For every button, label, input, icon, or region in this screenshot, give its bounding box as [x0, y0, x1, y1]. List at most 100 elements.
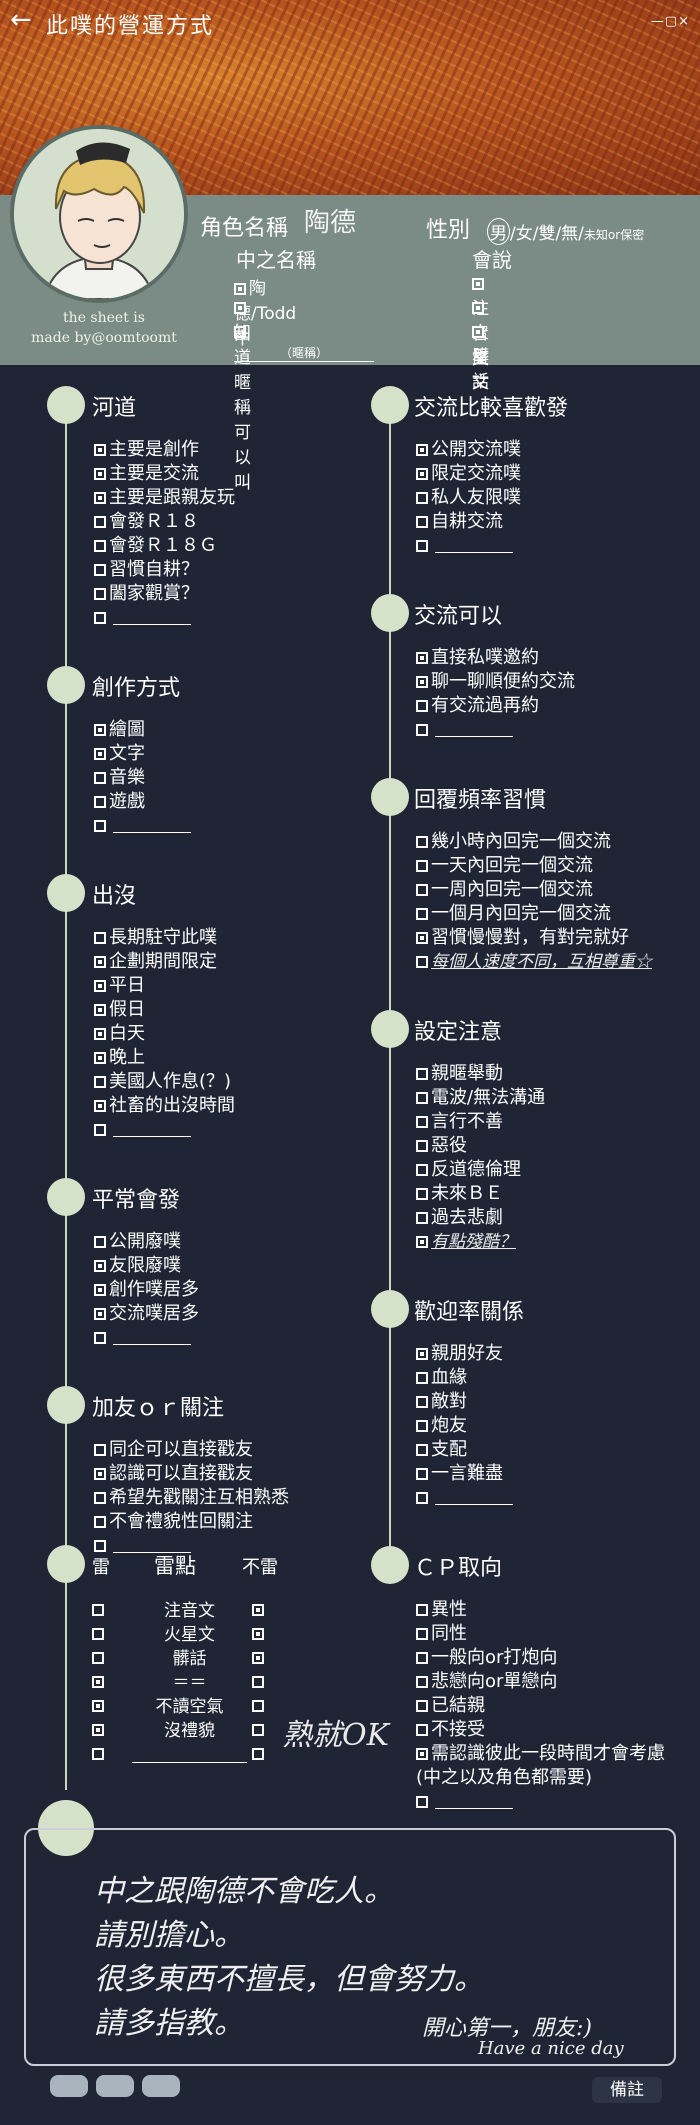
checkbox-checked[interactable] — [416, 1748, 428, 1760]
checkbox-unchecked[interactable] — [416, 1068, 428, 1080]
checkbox-checked[interactable] — [472, 278, 484, 290]
checkbox-checked[interactable] — [416, 932, 428, 944]
checkbox-checked[interactable] — [94, 1004, 106, 1016]
checkbox-unchecked[interactable] — [416, 1092, 428, 1104]
blank-line[interactable] — [435, 1793, 513, 1809]
checkbox-checked[interactable] — [416, 468, 428, 480]
blank-line[interactable] — [435, 721, 513, 737]
checkbox-unchecked[interactable] — [416, 884, 428, 896]
checkbox-unchecked[interactable] — [416, 724, 428, 736]
checkbox-checked[interactable] — [94, 1052, 106, 1064]
checkbox-unchecked[interactable] — [416, 1468, 428, 1480]
checkbox-checked[interactable] — [94, 1284, 106, 1296]
checkbox-checked[interactable] — [94, 444, 106, 456]
checkbox-unchecked[interactable] — [94, 1236, 106, 1248]
checkbox-unchecked[interactable] — [92, 1652, 104, 1664]
remark-button[interactable]: 備註 — [592, 2077, 662, 2103]
blank-line[interactable] — [113, 1121, 191, 1137]
checkbox-checked[interactable] — [234, 283, 246, 295]
checkbox-unchecked[interactable] — [416, 1396, 428, 1408]
checkbox-checked[interactable] — [94, 492, 106, 504]
blank-line[interactable] — [113, 1329, 191, 1345]
checkbox-unchecked[interactable] — [416, 1188, 428, 1200]
page-dot-1[interactable] — [50, 2075, 88, 2097]
checkbox-unchecked[interactable] — [94, 932, 106, 944]
checkbox-unchecked[interactable] — [252, 1724, 264, 1736]
checkbox-unchecked[interactable] — [94, 1540, 106, 1552]
blank-line[interactable] — [113, 609, 191, 625]
checkbox-checked[interactable] — [94, 980, 106, 992]
checkbox-unchecked[interactable] — [416, 1492, 428, 1504]
checkbox-unchecked[interactable] — [252, 1700, 264, 1712]
checkbox-checked[interactable] — [94, 748, 106, 760]
checkbox-unchecked[interactable] — [94, 1332, 106, 1344]
checkbox-unchecked[interactable] — [416, 1372, 428, 1384]
checkbox-unchecked[interactable] — [416, 908, 428, 920]
checkbox-checked[interactable] — [416, 676, 428, 688]
checkbox-unchecked[interactable] — [416, 492, 428, 504]
checkbox-unchecked[interactable] — [252, 1676, 264, 1688]
checkbox-unchecked[interactable] — [416, 1164, 428, 1176]
checkbox-unchecked[interactable] — [416, 1420, 428, 1432]
checkbox-unchecked[interactable] — [94, 772, 106, 784]
checkbox-checked[interactable] — [94, 1308, 106, 1320]
checkbox-unchecked[interactable] — [416, 700, 428, 712]
checkbox-unchecked[interactable] — [92, 1604, 104, 1616]
checkbox-checked[interactable] — [472, 326, 484, 338]
checkbox-unchecked[interactable] — [94, 1444, 106, 1456]
checkbox-checked[interactable] — [234, 302, 246, 314]
checkbox-unchecked[interactable] — [416, 1796, 428, 1808]
checkbox-checked[interactable] — [252, 1628, 264, 1640]
checkbox-checked[interactable] — [252, 1604, 264, 1616]
checkbox-unchecked[interactable] — [94, 1124, 106, 1136]
checkbox-unchecked[interactable] — [416, 1652, 428, 1664]
checkbox-checked[interactable] — [94, 1468, 106, 1480]
checkbox-unchecked[interactable] — [416, 1628, 428, 1640]
checkbox-checked[interactable] — [416, 1348, 428, 1360]
page-dot-3[interactable] — [142, 2075, 180, 2097]
checkbox-unchecked[interactable] — [416, 1724, 428, 1736]
checkbox-unchecked[interactable] — [416, 1212, 428, 1224]
checkbox-checked[interactable] — [92, 1676, 104, 1688]
checkbox-unchecked[interactable] — [416, 516, 428, 528]
checkbox-checked[interactable] — [92, 1700, 104, 1712]
checkbox-unchecked[interactable] — [94, 820, 106, 832]
checkbox-checked[interactable] — [94, 468, 106, 480]
checkbox-unchecked[interactable] — [252, 1748, 264, 1760]
checkbox-checked[interactable] — [416, 444, 428, 456]
checkbox-unchecked[interactable] — [416, 956, 428, 968]
checkbox-checked[interactable] — [94, 1028, 106, 1040]
blank-line[interactable] — [435, 537, 513, 553]
blank-line[interactable] — [435, 1489, 513, 1505]
blank-line[interactable] — [113, 817, 191, 833]
checkbox-unchecked[interactable] — [416, 1604, 428, 1616]
checkbox-checked[interactable] — [94, 1260, 106, 1272]
checkbox-checked[interactable] — [94, 724, 106, 736]
checkbox-checked[interactable] — [252, 1652, 264, 1664]
gender-selected[interactable]: 男 — [487, 218, 510, 245]
checkbox-unchecked[interactable] — [416, 540, 428, 552]
checkbox-unchecked[interactable] — [94, 796, 106, 808]
checkbox-checked[interactable] — [92, 1724, 104, 1736]
checkbox-unchecked[interactable] — [416, 1676, 428, 1688]
checkbox-unchecked[interactable] — [94, 1516, 106, 1528]
checkbox-unchecked[interactable] — [92, 1628, 104, 1640]
checkbox-unchecked[interactable] — [416, 860, 428, 872]
checkbox-unchecked[interactable] — [94, 516, 106, 528]
checkbox-unchecked[interactable] — [94, 564, 106, 576]
checkbox-unchecked[interactable] — [94, 1492, 106, 1504]
checkbox-checked[interactable] — [416, 1236, 428, 1248]
checkbox-checked[interactable] — [416, 652, 428, 664]
checkbox-checked[interactable] — [94, 1100, 106, 1112]
checkbox-checked[interactable] — [472, 302, 484, 314]
checkbox-unchecked[interactable] — [94, 612, 106, 624]
checkbox-unchecked[interactable] — [234, 326, 246, 338]
window-controls[interactable]: —▢× — [650, 14, 690, 29]
checkbox-unchecked[interactable] — [416, 1444, 428, 1456]
checkbox-unchecked[interactable] — [416, 1140, 428, 1152]
checkbox-unchecked[interactable] — [92, 1748, 104, 1760]
checkbox-unchecked[interactable] — [94, 1076, 106, 1088]
arrow-left-icon[interactable]: ← — [10, 5, 32, 35]
checkbox-checked[interactable] — [94, 956, 106, 968]
checkbox-unchecked[interactable] — [94, 540, 106, 552]
